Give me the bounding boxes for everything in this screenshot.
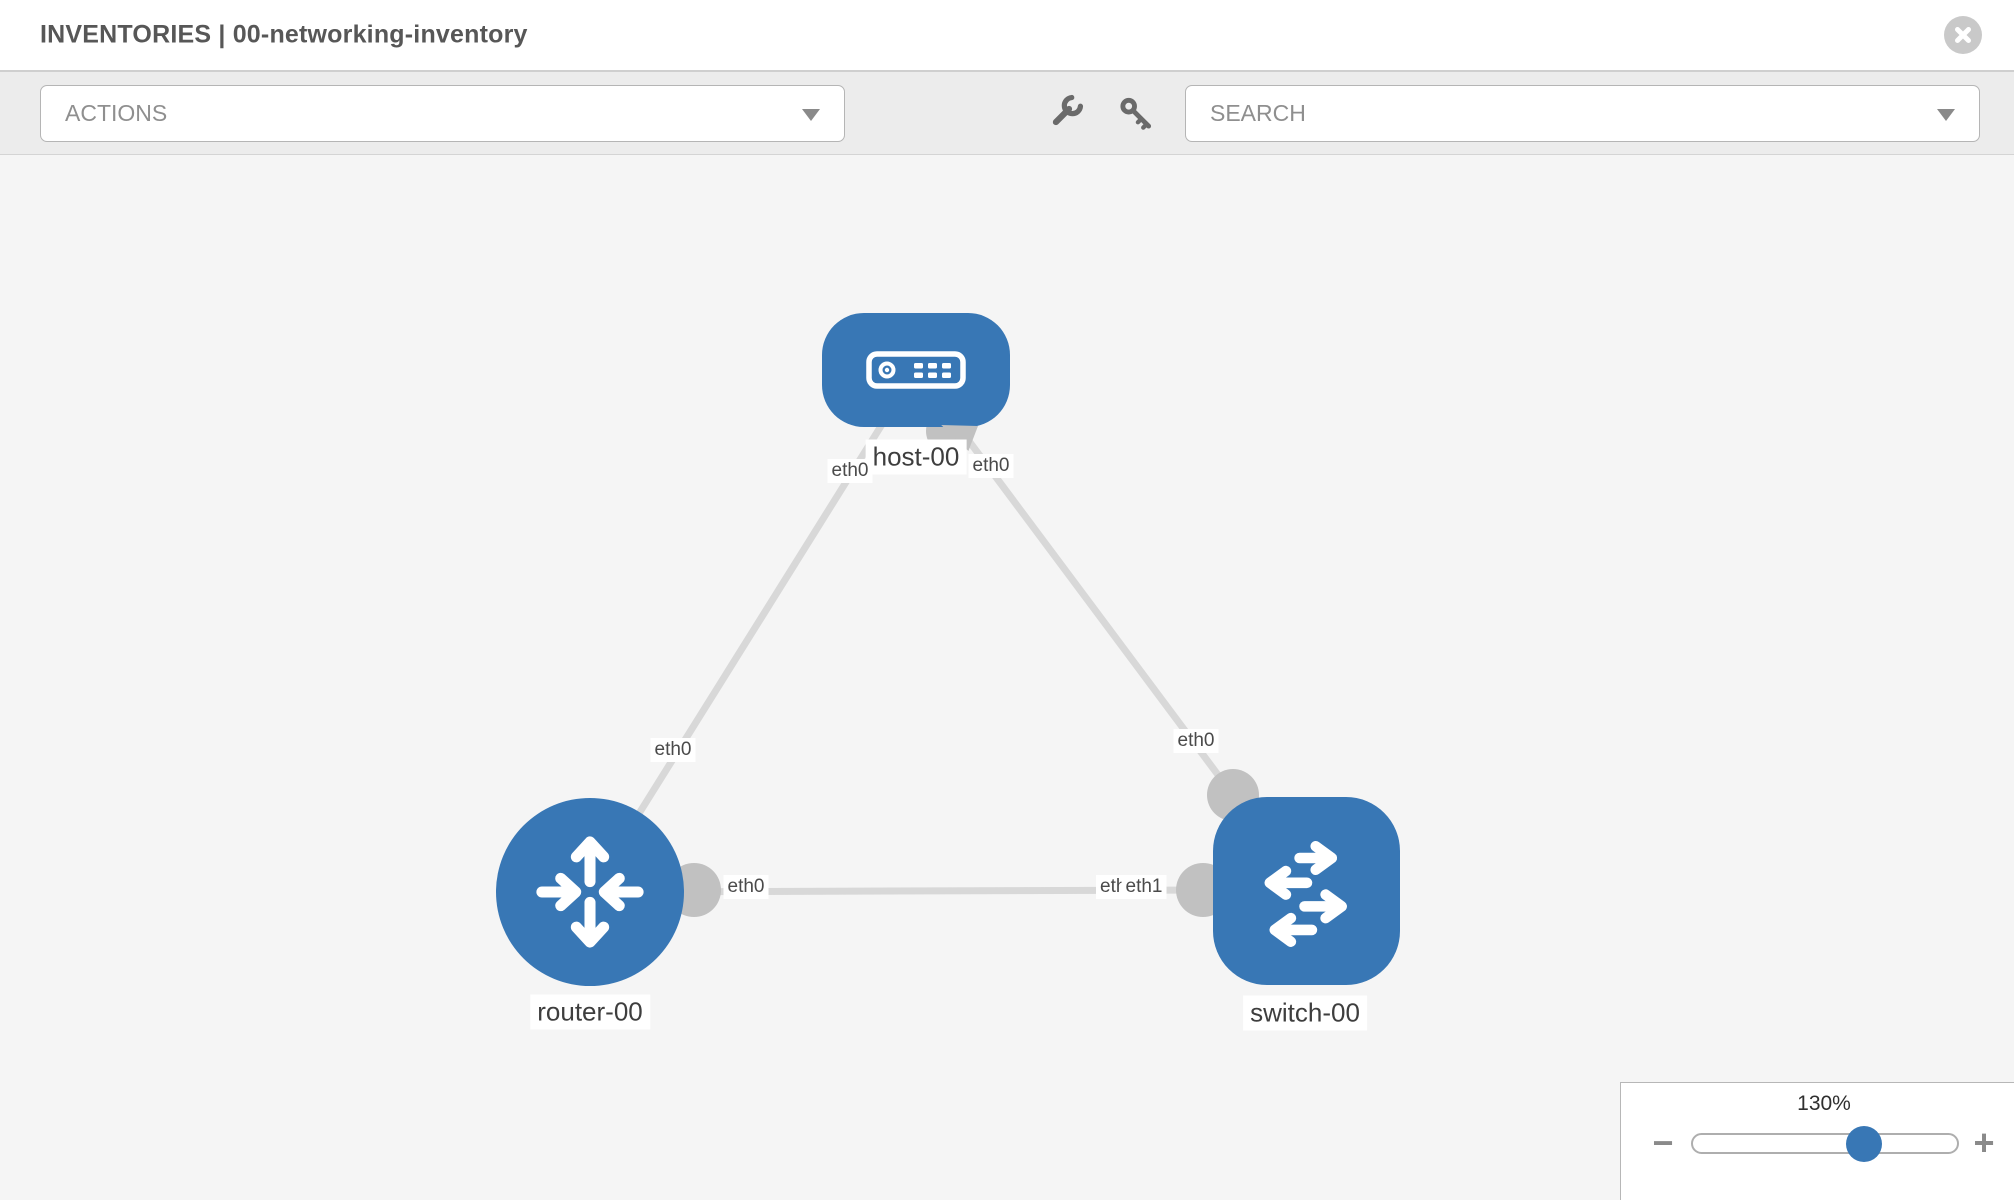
iface-label-host-eth0-right: eth0 bbox=[968, 454, 1014, 478]
search-dropdown-label: SEARCH bbox=[1210, 100, 1306, 126]
server-icon bbox=[866, 351, 966, 389]
iface-label-switch-eth1-overlap: eth1 bbox=[1096, 875, 1124, 899]
switch-arrows-icon bbox=[1264, 840, 1347, 947]
zoom-level-value: 130% bbox=[1797, 1092, 1851, 1115]
wrench-button[interactable] bbox=[1046, 94, 1084, 132]
iface-label-router-link-eth0: eth0 bbox=[650, 738, 696, 762]
key-icon bbox=[1120, 97, 1152, 130]
links-layer bbox=[587, 367, 1236, 896]
header: INVENTORIES | 00-networking-inventory bbox=[0, 0, 2014, 72]
close-icon bbox=[1955, 27, 1971, 43]
key-button[interactable] bbox=[1118, 96, 1153, 131]
node-label-host-00: host-00 bbox=[865, 439, 967, 475]
zoom-control-panel: 130% − + bbox=[1620, 1082, 2014, 1200]
caret-down-icon bbox=[802, 108, 820, 121]
router-arrows-icon bbox=[536, 836, 644, 948]
actions-dropdown[interactable]: ACTIONS bbox=[40, 85, 845, 142]
caret-down-icon bbox=[1937, 108, 1955, 121]
zoom-slider-track[interactable] bbox=[1691, 1133, 1959, 1154]
link-host-router[interactable] bbox=[587, 368, 919, 894]
node-label-switch-00: switch-00 bbox=[1243, 995, 1367, 1031]
zoom-in-button[interactable]: + bbox=[1973, 1122, 1995, 1163]
node-host-00[interactable] bbox=[822, 313, 1010, 427]
iface-label-host-eth0-left: eth0 bbox=[827, 459, 873, 483]
node-label-router-00: router-00 bbox=[530, 994, 650, 1030]
toolbar: ACTIONS SEARCH bbox=[0, 72, 2014, 155]
page-title: INVENTORIES | 00-networking-inventory bbox=[40, 20, 528, 49]
zoom-out-button[interactable]: − bbox=[1652, 1122, 1674, 1163]
node-switch-00[interactable] bbox=[1213, 797, 1400, 985]
node-router-00[interactable] bbox=[496, 798, 684, 986]
topology-canvas[interactable]: host-00 router-00 switch-00 eth0 eth0 et… bbox=[0, 155, 2014, 1200]
close-button[interactable] bbox=[1944, 16, 1982, 54]
search-dropdown[interactable]: SEARCH bbox=[1185, 85, 1980, 142]
iface-label-router-eth0: eth0 bbox=[723, 875, 769, 899]
zoom-slider-thumb[interactable] bbox=[1846, 1126, 1882, 1162]
iface-label-switch-eth1: eth1 bbox=[1121, 875, 1167, 899]
iface-label-switch-eth0: eth0 bbox=[1173, 729, 1219, 753]
wrench-icon bbox=[1052, 94, 1084, 126]
actions-dropdown-label: ACTIONS bbox=[65, 100, 168, 126]
